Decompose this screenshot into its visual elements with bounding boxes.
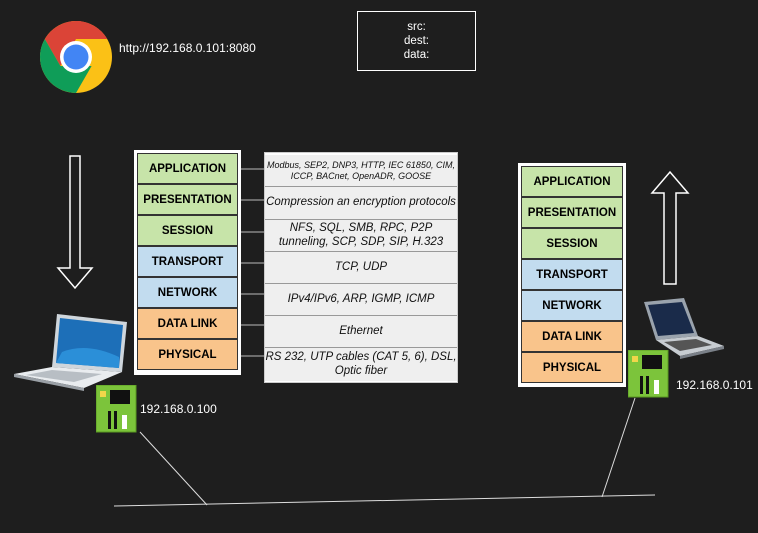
left-host-ip: 192.168.0.100: [140, 402, 217, 416]
packet-header-box: src: dest: data:: [357, 11, 476, 71]
laptop-left-icon[interactable]: [12, 312, 132, 392]
browser-url[interactable]: http://192.168.0.101:8080: [119, 41, 256, 55]
protocol-transport: TCP, UDP: [265, 252, 457, 284]
protocol-session: NFS, SQL, SMB, RPC, P2P tunneling, SCP, …: [265, 220, 457, 252]
packet-dest: dest:: [404, 35, 429, 47]
right-host-ip: 192.168.0.101: [676, 378, 753, 392]
protocol-physical: RS 232, UTP cables (CAT 5, 6), DSL, Opti…: [265, 348, 457, 381]
layer-application[interactable]: APPLICATION: [521, 166, 623, 197]
network-card-left-icon[interactable]: [96, 385, 138, 433]
layer-presentation[interactable]: PRESENTATION: [137, 184, 238, 215]
layer-data-link[interactable]: DATA LINK: [137, 308, 238, 339]
layer-session[interactable]: SESSION: [137, 215, 238, 246]
right-drop-line: [601, 397, 636, 498]
network-bus-line: [113, 494, 656, 507]
layer-presentation[interactable]: PRESENTATION: [521, 197, 623, 228]
layer-physical[interactable]: PHYSICAL: [521, 352, 623, 383]
layer-session[interactable]: SESSION: [521, 228, 623, 259]
layer-application[interactable]: APPLICATION: [137, 153, 238, 184]
layer-transport[interactable]: TRANSPORT: [521, 259, 623, 290]
protocol-network: IPv4/IPv6, ARP, IGMP, ICMP: [265, 284, 457, 316]
packet-data: data:: [403, 49, 430, 61]
layer-data-link[interactable]: DATA LINK: [521, 321, 623, 352]
layer-network[interactable]: NETWORK: [521, 290, 623, 321]
down-arrow-icon: [56, 155, 94, 290]
layer-physical[interactable]: PHYSICAL: [137, 339, 238, 370]
laptop-right-icon[interactable]: [640, 296, 726, 362]
up-arrow-icon: [650, 170, 690, 285]
packet-src: src:: [407, 21, 426, 33]
protocol-column: Modbus, SEP2, DNP3, HTTP, IEC 61850, CIM…: [264, 152, 458, 383]
protocol-application: Modbus, SEP2, DNP3, HTTP, IEC 61850, CIM…: [265, 155, 457, 187]
layer-transport[interactable]: TRANSPORT: [137, 246, 238, 277]
osi-stack-right: APPLICATION PRESENTATION SESSION TRANSPO…: [518, 163, 626, 387]
protocol-presentation: Compression an encryption protocols: [265, 187, 457, 220]
protocol-data-link: Ethernet: [265, 316, 457, 348]
osi-stack-left: APPLICATION PRESENTATION SESSION TRANSPO…: [134, 150, 241, 375]
layer-network[interactable]: NETWORK: [137, 277, 238, 308]
chrome-browser-icon[interactable]: [39, 20, 113, 94]
left-drop-line: [139, 431, 208, 506]
network-card-right-icon[interactable]: [628, 350, 670, 398]
